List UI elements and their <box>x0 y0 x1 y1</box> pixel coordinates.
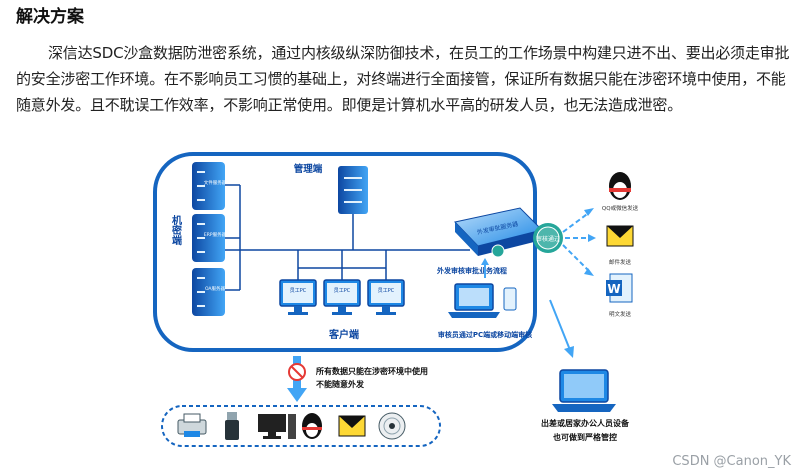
network-lines <box>225 184 470 291</box>
server-label: OA服务器 <box>205 285 226 292</box>
reviewer-devices <box>448 258 517 318</box>
remote-laptop <box>552 369 616 412</box>
secure-zone-frame <box>153 152 537 352</box>
server-label: ERP服务器 <box>204 231 227 238</box>
qq-icon <box>302 413 322 439</box>
client-pc: 员工PC <box>279 279 317 315</box>
server: 文件服务器 <box>192 162 227 210</box>
output-arrowheads <box>584 208 596 276</box>
disc-icon <box>378 412 406 440</box>
svg-text:W: W <box>607 282 620 296</box>
restriction-note-2: 不能随意外发 <box>316 379 365 389</box>
secure-send-badge: 审核通过 <box>532 223 563 253</box>
restriction-note-1: 所有数据只能在涉密环境中使用 <box>315 366 428 376</box>
server: OA服务器 <box>192 268 226 316</box>
reviewer-label: 审核员通过PC端或移动端审核 <box>438 330 532 339</box>
output-arrows <box>562 211 591 273</box>
server: ERP服务器 <box>192 214 227 262</box>
output-label: 明文发送 <box>609 310 632 318</box>
blocked-devices-frame <box>161 405 441 447</box>
watermark: CSDN @Canon_YK <box>672 454 791 469</box>
secure-send-label: 审核通过 <box>536 235 560 243</box>
blocked-devices-group <box>177 412 406 440</box>
clients-group: 员工PC 员工PC 员工PC <box>279 279 405 315</box>
client-pc: 员工PC <box>367 279 405 315</box>
remote-arrowhead <box>564 346 574 358</box>
output-label: 邮件发送 <box>609 258 632 266</box>
mail-icon <box>338 415 366 437</box>
output-label: QQ或微信发送 <box>602 204 639 212</box>
printer-icon <box>177 413 207 437</box>
usb-icon <box>225 412 239 440</box>
qq-icon: QQ或微信发送 <box>602 172 639 212</box>
restriction-indicator <box>287 356 307 402</box>
mail-icon: 邮件发送 <box>606 225 634 266</box>
machine-room-label: 机密端 <box>170 214 182 246</box>
monitor-icon <box>258 414 296 439</box>
machine-room-label-group: 机密端 <box>166 214 184 272</box>
word-icon: W 明文发送 <box>606 273 633 318</box>
section-heading: 解决方案 <box>16 7 84 27</box>
admin-label: 管理端 <box>294 163 323 175</box>
client-pc-label: 员工PC <box>290 288 307 294</box>
architecture-diagram: 机密端 文件服务器 ERP服务器 OA服务器 管理端 员工PC 员工PC 员工PC 客户… <box>153 152 639 447</box>
admin-server: 管理端 <box>285 162 368 214</box>
approval-gateway: 外发审批服务器 <box>454 207 543 258</box>
client-pc-label: 员工PC <box>334 288 351 294</box>
remote-arrow-line <box>549 299 571 351</box>
client-label: 客户端 <box>328 328 359 341</box>
server-label: 文件服务器 <box>204 179 227 186</box>
solution-paragraph: 深信达SDC沙盒数据防泄密系统，通过内核级纵深防御技术，在员工的工作场景中构建只… <box>16 44 790 114</box>
remote-label-1: 出差或居家办公人员设备 <box>541 418 630 428</box>
client-pc: 员工PC <box>323 279 361 315</box>
servers-group: 文件服务器 ERP服务器 OA服务器 <box>192 162 227 316</box>
approval-flow-label: 外发审核审批业务流程 <box>437 266 507 275</box>
remote-label-2: 也可做到严格管控 <box>553 432 617 442</box>
client-pc-label: 员工PC <box>378 288 395 294</box>
